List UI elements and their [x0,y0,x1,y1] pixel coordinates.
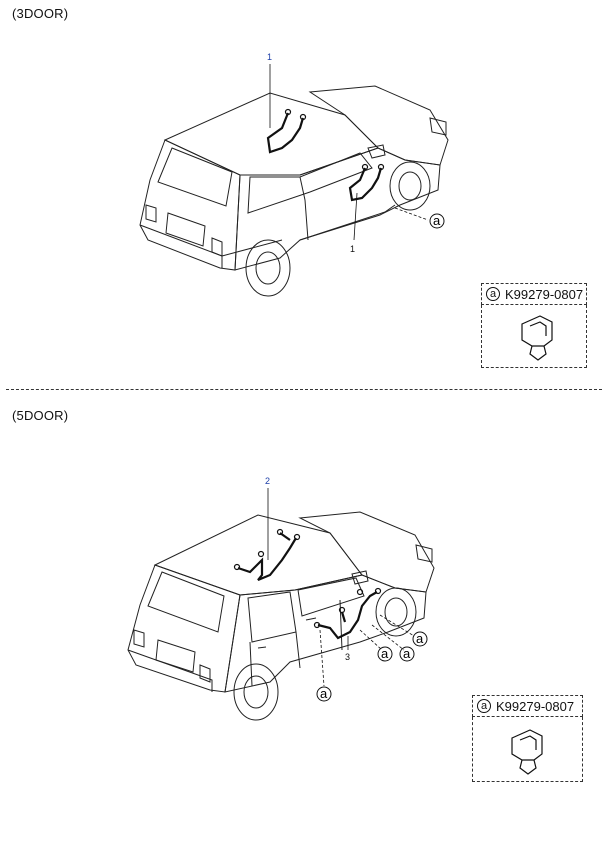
part-marker-5door: a [477,699,491,713]
clip-marker-5door-2: a [377,646,393,662]
harness-5door-roof [233,528,301,582]
svg-text:a: a [416,631,424,646]
part-box-5door-body [472,717,583,782]
part-marker-3door: a [486,287,500,301]
clip-part-drawing-5door [511,729,543,775]
callout-3door-door: 1 [350,244,355,254]
clip-marker-5door-3: a [399,646,415,662]
leader-line-5door-a3 [371,624,405,651]
callout-3door-roof: 1 [267,52,272,62]
svg-text:a: a [320,686,328,701]
leader-line-3door-1b [353,192,358,241]
part-number-3door: K99279-0807 [505,286,584,302]
clip-marker-3door: a [429,213,445,229]
callout-5door-door: 3 [345,652,350,662]
leader-line-5door-a1 [319,629,325,687]
svg-text:a: a [403,646,411,661]
section-label-5door: (5DOOR) [12,408,69,423]
clip-marker-5door-1: a [316,686,332,702]
part-box-3door-body [481,305,587,368]
section-label-3door: (3DOOR) [12,6,69,21]
svg-text:a: a [433,213,441,228]
clip-marker-5door-4: a [412,631,428,647]
harness-5door-door [313,587,382,640]
harness-3door-roof [266,108,307,154]
callout-5door-roof: 2 [265,476,270,486]
car-5door-illustration [127,511,435,721]
clip-part-drawing-3door [521,315,553,361]
part-box-5door-header: a K99279-0807 [472,695,583,717]
car-3door-illustration [139,85,449,297]
section-divider [6,389,602,390]
leader-line-5door-a4 [379,614,415,637]
part-box-3door-header: a K99279-0807 [481,283,587,305]
svg-text:a: a [381,646,389,661]
leader-line-3door-a [394,207,429,221]
part-number-5door: K99279-0807 [496,698,575,714]
leader-line-5door-a2 [359,629,383,651]
